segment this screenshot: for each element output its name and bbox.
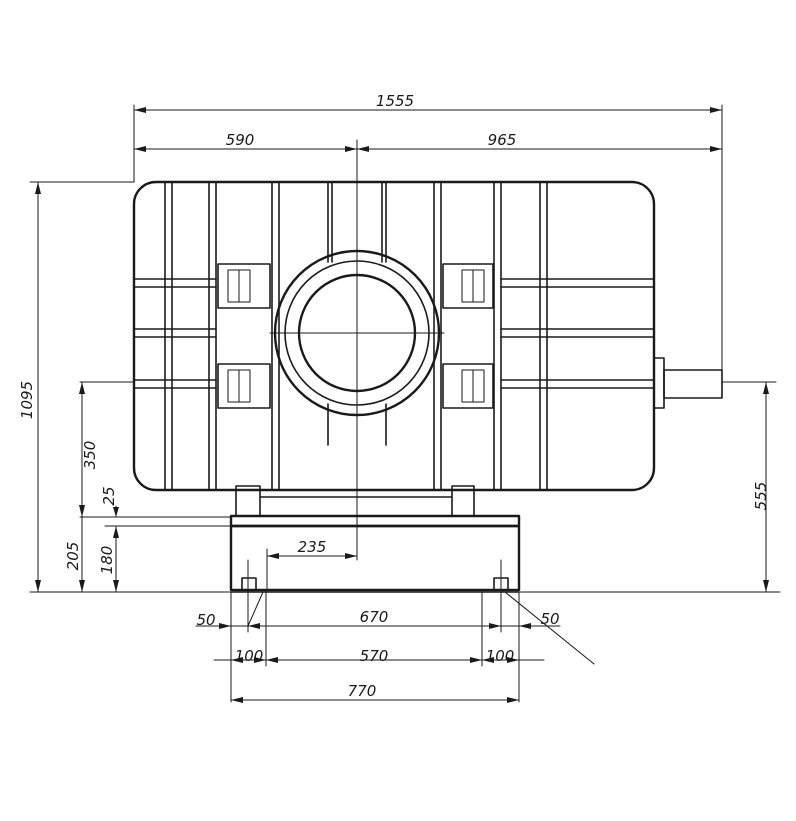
center-lines — [29, 104, 781, 703]
shaft — [653, 357, 723, 409]
motor-bands — [133, 278, 655, 389]
dim-label-center-to-right: 965 — [488, 131, 517, 149]
dim-label-base-height: 180 — [98, 546, 116, 575]
dim-label-base-height-total: 205 — [64, 542, 82, 571]
dim-base-height: 180 — [98, 525, 119, 593]
dim-bolt-to-center: 235 — [266, 538, 358, 559]
right-clamps — [442, 263, 494, 409]
dim-label-overall-length: 1555 — [376, 92, 414, 110]
motor-ribs — [164, 182, 548, 490]
dimensions: 1555 590 965 1095 350 — [18, 92, 777, 703]
dim-label-bolt-to-center: 235 — [298, 538, 327, 556]
dim-label-base-to-center: 555 — [752, 482, 770, 511]
dim-label-edge-right: 50 — [540, 610, 559, 628]
dim-bolt-spacing: 670 50 50 — [195, 591, 595, 665]
dim-label-shaft-height: 350 — [81, 441, 99, 470]
dim-label-inner-span: 570 — [360, 647, 389, 665]
dim-label-pad-right: 100 — [486, 647, 515, 665]
base-frame — [229, 514, 521, 593]
left-clamps — [217, 263, 271, 409]
dim-label-pad-left: 100 — [235, 647, 264, 665]
dim-label-foot-gap: 25 — [100, 486, 118, 505]
dim-top-split: 590 965 — [133, 131, 723, 152]
dim-label-edge-left: 50 — [196, 611, 215, 629]
dim-foot-gap: 25 — [100, 486, 119, 518]
dim-overall-length: 1555 — [133, 92, 723, 113]
dim-base-to-center: 555 — [721, 381, 777, 593]
dim-pad-spacing: 100 570 100 — [213, 647, 545, 665]
dim-overall-height: 1095 — [18, 181, 41, 593]
motor-body — [132, 180, 723, 517]
dim-base-width: 770 — [230, 682, 520, 703]
dim-label-left-to-center: 590 — [226, 131, 255, 149]
dim-label-base-width: 770 — [348, 682, 377, 700]
dim-label-overall-height: 1095 — [18, 381, 36, 419]
dim-base-height-total: 205 — [64, 516, 85, 593]
dim-shaft-height: 350 — [79, 381, 99, 518]
dim-label-bolt-spacing: 670 — [360, 608, 389, 626]
